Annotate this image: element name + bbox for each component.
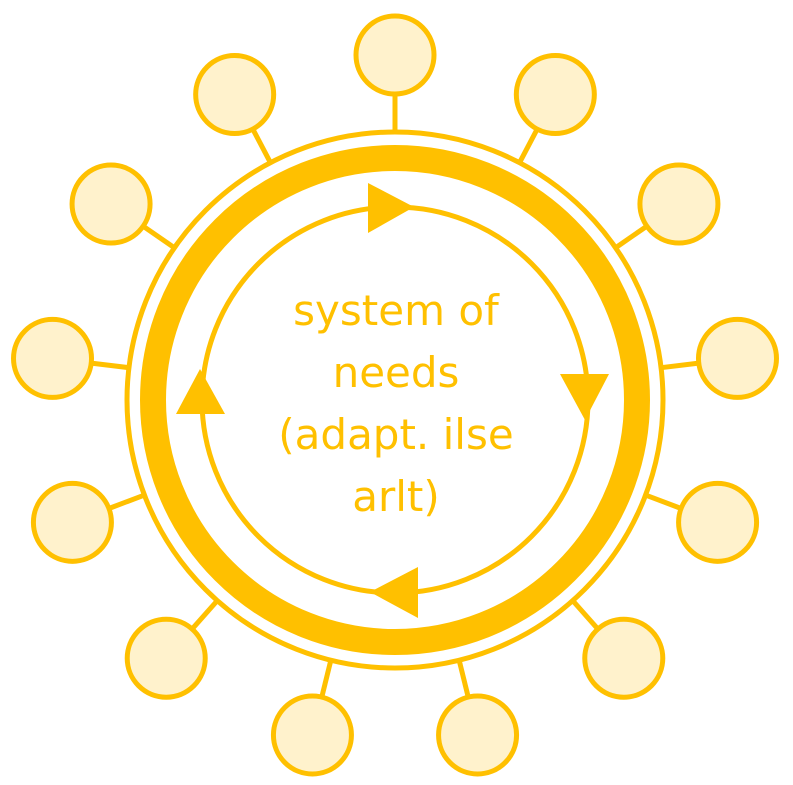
node-top-left-2 xyxy=(69,162,153,246)
node-bottom-left-1 xyxy=(30,480,114,564)
node-right-connector xyxy=(660,360,700,371)
node-top-right-1-connector xyxy=(517,127,540,164)
center-label-line-3: (adapt. ilse xyxy=(278,410,514,459)
node-top-right-1 xyxy=(513,53,597,137)
node-top xyxy=(353,13,437,97)
node-top-left-1 xyxy=(193,53,277,137)
node-bottom-right-1-connector xyxy=(644,492,683,511)
center-label: system of needs (adapt. ilse arlt) xyxy=(236,280,556,528)
node-bottom-left-3 xyxy=(270,693,354,777)
outer-thin-ring xyxy=(124,129,666,671)
satellite-nodes xyxy=(11,13,779,777)
node-left xyxy=(11,316,95,400)
thick-ring xyxy=(140,145,650,655)
arrow-bottom xyxy=(370,567,418,618)
node-bottom-left-3-connector xyxy=(319,659,334,698)
center-label-line-4: arlt) xyxy=(352,472,440,521)
node-bottom-right-2-connector xyxy=(570,598,600,631)
node-bottom-left-2-connector xyxy=(190,598,220,631)
node-top-left-2-connector xyxy=(141,224,176,250)
node-right xyxy=(695,316,779,400)
node-bottom-right-3 xyxy=(436,693,520,777)
connector-lines xyxy=(90,94,700,698)
node-bottom-right-2 xyxy=(582,616,666,700)
node-top-left-1-connector xyxy=(250,127,273,164)
node-left-connector xyxy=(90,360,130,371)
arrow-top xyxy=(368,183,414,233)
arrow-right xyxy=(560,374,609,420)
center-label-line-2: needs xyxy=(332,348,460,397)
node-top-right-2-connector xyxy=(614,224,649,250)
center-label-line-1: system of xyxy=(293,286,499,335)
node-bottom-right-3-connector xyxy=(456,659,471,698)
node-bottom-left-2 xyxy=(124,616,208,700)
node-bottom-right-1 xyxy=(676,480,760,564)
node-bottom-left-1-connector xyxy=(107,492,146,511)
node-top-right-2 xyxy=(637,162,721,246)
arrow-left xyxy=(176,369,225,414)
